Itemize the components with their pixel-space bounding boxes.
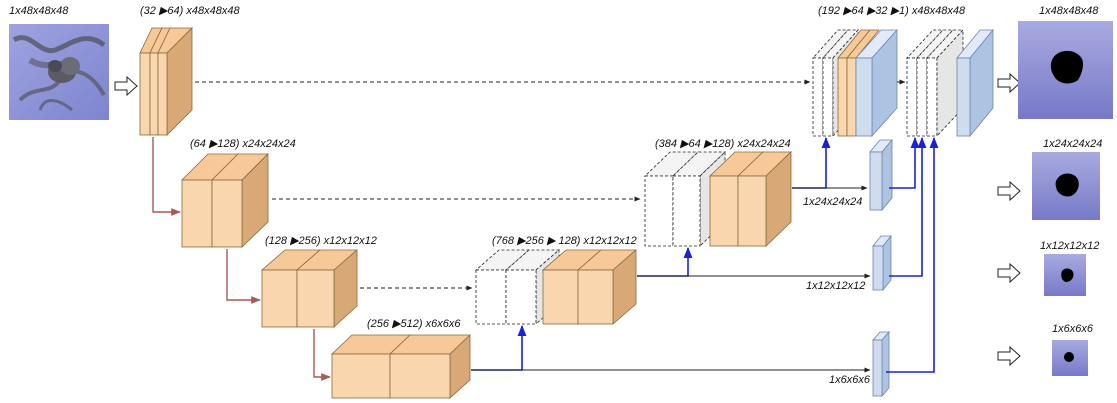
out3-label: 1x12x12x12 <box>1040 240 1099 252</box>
output-arrow-icon-4 <box>997 345 1021 367</box>
dec2-label: (384 ▶64 ▶128) x24x24x24 <box>655 138 791 150</box>
output-arrow-icon-2 <box>997 180 1021 202</box>
downsample-arrow-3 <box>313 329 331 381</box>
ds2-slab <box>869 138 893 212</box>
output-seg-12 <box>1044 254 1086 296</box>
dec3-block <box>474 249 638 325</box>
out1-label: 1x48x48x48 <box>1039 5 1099 17</box>
input-arrow-icon <box>114 75 138 97</box>
output-arrow-icon-1 <box>997 72 1021 94</box>
dec3-label: (768 ▶256 ▶ 128) x12x12x12 <box>492 235 637 247</box>
out2-label: 1x24x24x24 <box>1043 138 1102 150</box>
input-volume-image <box>9 24 109 120</box>
enc2-label: (64 ▶128) x24x24x24 <box>190 138 296 150</box>
enc2-block <box>181 153 269 248</box>
enc3-label: (128 ▶256) x12x12x12 <box>265 235 377 247</box>
downsample-arrow-2 <box>226 249 261 304</box>
ds3-upsample-arrow <box>889 136 927 277</box>
enc1-block <box>139 27 193 136</box>
upsample-arrow-3 <box>792 136 831 189</box>
downsample-arrow-1 <box>152 137 181 216</box>
output-arrow-icon-3 <box>997 262 1021 284</box>
ds2-upsample-arrow <box>889 136 920 189</box>
dec1-label: (192 ▶64 ▶32 ▶1) x48x48x48 <box>818 5 966 17</box>
output-seg-6 <box>1052 340 1088 376</box>
enc3-block <box>260 249 359 328</box>
enc1-label: (32 ▶64) x48x48x48 <box>140 5 240 17</box>
final-concat-block <box>906 28 994 138</box>
output-seg-24 <box>1032 152 1100 220</box>
out4-label: 1x6x6x6 <box>1052 323 1094 335</box>
ds4-upsample-arrow <box>886 136 939 373</box>
bottleneck-block <box>330 334 472 399</box>
dec1-block <box>812 28 898 138</box>
ds2-label: 1x24x24x24 <box>803 196 862 208</box>
ds4-slab <box>872 330 890 398</box>
upsample-arrow-2 <box>637 246 693 277</box>
ds4-label: 1x6x6x6 <box>829 374 871 386</box>
upsample-arrow-1 <box>471 324 527 371</box>
bottleneck-label: (256 ▶512) x6x6x6 <box>367 318 461 330</box>
input-dims-label: 1x48x48x48 <box>9 5 69 17</box>
dec2-block <box>644 151 792 247</box>
ds3-label: 1x12x12x12 <box>806 280 865 292</box>
ds3-slab <box>872 234 892 292</box>
output-seg-48 <box>1018 21 1113 119</box>
